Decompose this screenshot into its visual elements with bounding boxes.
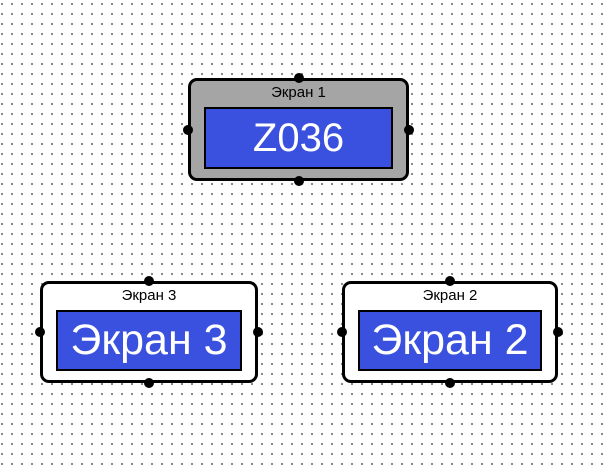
screen-button-label: Экран 3 [70,316,228,364]
resize-handle-top[interactable] [293,73,304,83]
resize-handle-bottom[interactable] [445,378,455,388]
screen-node-title: Экран 2 [422,287,478,304]
screen-node-1[interactable]: Экран 1 Z036 [183,73,414,186]
resize-handle-left[interactable] [35,327,45,337]
screen-button-label: Z036 [252,115,345,160]
screen-node-3[interactable]: Экран 3 Экран 3 [35,276,263,388]
screen-button[interactable]: Z036 [204,107,393,169]
resize-handle-left[interactable] [183,124,193,135]
resize-handle-top[interactable] [144,276,154,286]
screen-button-label: Экран 2 [371,316,529,364]
screen-node-title: Экран 3 [121,287,177,304]
resize-handle-bottom[interactable] [293,176,304,186]
screen-node-frame: Экран 3 Экран 3 [40,281,258,383]
resize-handle-bottom[interactable] [144,378,154,388]
screen-button[interactable]: Экран 2 [358,310,542,371]
screen-node-2[interactable]: Экран 2 Экран 2 [337,276,563,388]
resize-handle-right[interactable] [404,124,414,135]
screen-node-title: Экран 1 [271,84,326,101]
resize-handle-left[interactable] [337,327,347,337]
resize-handle-top[interactable] [445,276,455,286]
screen-node-frame: Экран 2 Экран 2 [342,281,558,383]
resize-handle-right[interactable] [253,327,263,337]
resize-handle-right[interactable] [553,327,563,337]
screen-node-frame: Экран 1 Z036 [188,78,409,181]
screen-button[interactable]: Экран 3 [56,310,242,371]
